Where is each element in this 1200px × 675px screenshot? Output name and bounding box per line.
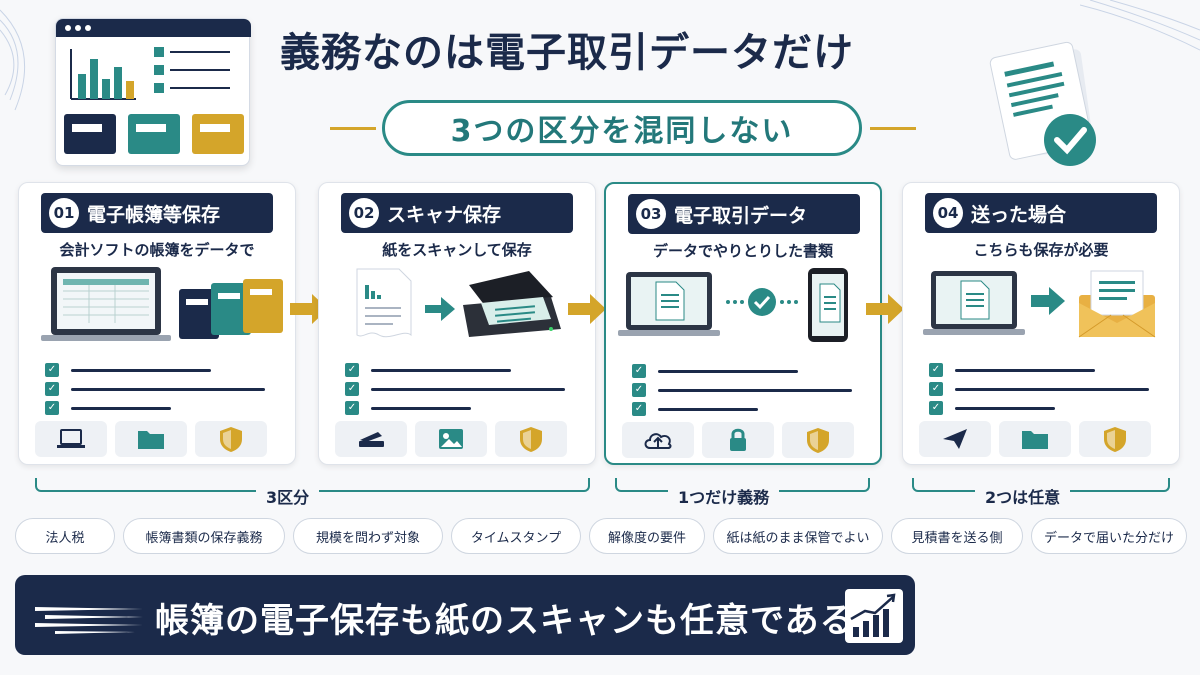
paper-scanner-illustration [356,268,561,338]
card-scanner: 02 スキャナ保存 紙をスキャンして保存 ✓ ✓ ✓ [318,182,596,465]
card-number: 02 [349,198,379,228]
shield-icon [782,422,854,458]
card-subtitle: こちらも保存が必要 [973,241,1109,259]
arrow-icon [866,294,904,324]
laptop-folders-illustration [41,267,283,341]
checklist: ✓ ✓ ✓ [632,362,852,419]
card-subtitle: 会計ソフトの帳簿をデータで [59,241,255,259]
checkbox-icon: ✓ [632,364,646,378]
icon-row [335,421,567,457]
check-item: ✓ [632,400,852,418]
checkbox-icon: ✓ [345,382,359,396]
checkbox-icon: ✓ [929,401,943,415]
tag-item: 紙は紙のまま保管でよい [713,518,883,554]
card-electronic-books: 01 電子帳簿等保存 会計ソフトの帳簿をデータで ✓ ✓ ✓ [18,182,296,465]
card-title: 電子帳簿等保存 [87,203,221,226]
tag-item: 帳簿書類の保存義務 [123,518,285,554]
page-title: 義務なのは電子取引データだけ [280,30,854,76]
tag-item: 法人税 [15,518,115,554]
check-item: ✓ [632,362,852,380]
check-item: ✓ [45,380,265,398]
card-subtitle: 紙をスキャンして保存 [382,241,532,259]
speed-lines-icon [35,607,143,634]
arrow-icon [568,294,606,324]
card-electronic-transactions: 03 電子取引データ データでやりとりした書類 ✓ ✓ ✓ [604,182,882,465]
banner-text: 帳簿の電子保存も紙のスキャンも任意である [155,601,855,641]
check-item: ✓ [929,380,1149,398]
subtitle-line-right [870,127,916,130]
checkbox-icon: ✓ [45,382,59,396]
conclusion-banner: 帳簿の電子保存も紙のスキャンも任意である [15,575,915,655]
check-item: ✓ [45,361,265,379]
checkbox-icon: ✓ [345,363,359,377]
cloud-upload-icon [622,422,694,458]
tag-row: 法人税 帳簿書類の保存義務 規模を問わず対象 タイムスタンプ 解像度の要件 紙は… [15,518,1187,556]
send-icon [919,421,991,457]
card-number: 01 [49,198,79,228]
subtitle-line-left [330,127,376,130]
check-item: ✓ [929,361,1149,379]
image-icon [415,421,487,457]
dashboard-illustration [55,18,251,166]
shield-icon [1079,421,1151,457]
check-item: ✓ [345,380,565,398]
bracket-label: 1つだけ義務 [668,484,780,508]
wave-decoration-right [1080,0,1200,51]
card-number: 04 [933,198,963,228]
card-title: スキャナ保存 [387,203,502,226]
bracket-label: 3区分 [256,484,320,508]
card-number: 03 [636,199,666,229]
tag-item: データで届いた分だけ [1031,518,1187,554]
card-header: 01 電子帳簿等保存 [41,193,273,233]
checkbox-icon: ✓ [929,382,943,396]
tag-item: 規模を問わず対象 [293,518,443,554]
subtitle-pill: 3つの区分を混同しない [382,100,862,156]
laptop-phone-illustration [618,268,848,342]
icon-row [919,421,1151,457]
card-title: 電子取引データ [674,204,808,227]
card-title: 送った場合 [971,203,1067,226]
shield-icon [495,421,567,457]
check-item: ✓ [45,399,265,417]
card-header: 03 電子取引データ [628,194,860,234]
checkbox-icon: ✓ [929,363,943,377]
folder-icon [115,421,187,457]
folder-icon [999,421,1071,457]
document-check-icon [989,41,1096,166]
icon-row [622,422,854,458]
checkbox-icon: ✓ [45,401,59,415]
tag-item: 解像度の要件 [589,518,705,554]
checkbox-icon: ✓ [45,363,59,377]
shield-icon [195,421,267,457]
card-header: 02 スキャナ保存 [341,193,573,233]
checkbox-icon: ✓ [632,402,646,416]
checklist: ✓ ✓ ✓ [345,361,565,418]
bracket-label: 2つは任意 [975,484,1071,508]
wave-decoration-left [0,9,26,111]
tag-item: タイムスタンプ [451,518,581,554]
icon-row [35,421,267,457]
lock-icon [702,422,774,458]
scanner-icon [335,421,407,457]
subtitle-block: 3つの区分を混同しない [330,100,916,156]
laptop-envelope-illustration [923,270,1156,338]
checklist: ✓ ✓ ✓ [45,361,265,418]
check-item: ✓ [345,399,565,417]
card-when-sent: 04 送った場合 こちらも保存が必要 ✓ ✓ ✓ [902,182,1180,465]
checklist: ✓ ✓ ✓ [929,361,1149,418]
tag-item: 見積書を送る側 [891,518,1023,554]
check-item: ✓ [345,361,565,379]
growth-chart-icon [845,589,903,643]
checkbox-icon: ✓ [632,383,646,397]
card-subtitle: データでやりとりした書類 [652,242,833,260]
laptop-icon [35,421,107,457]
check-item: ✓ [632,381,852,399]
card-header: 04 送った場合 [925,193,1157,233]
checkbox-icon: ✓ [345,401,359,415]
check-item: ✓ [929,399,1149,417]
